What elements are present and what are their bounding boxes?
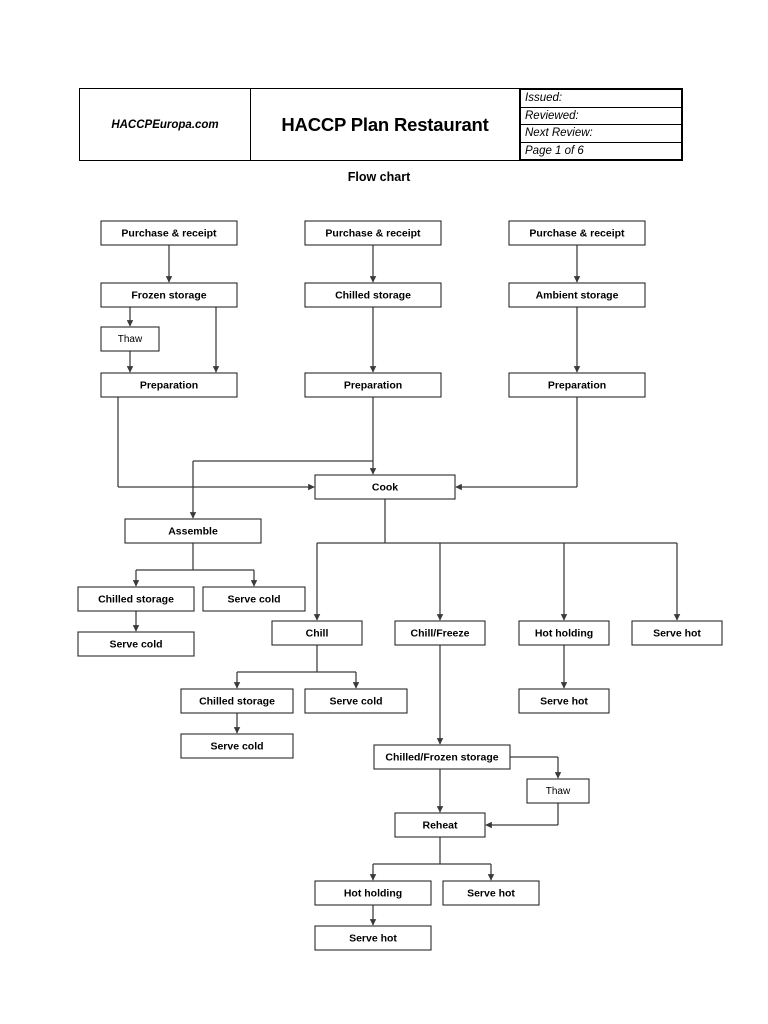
flow-node-serve-hot: Serve hot	[518, 688, 610, 714]
flow-node-assemble: Assemble	[124, 518, 262, 544]
flow-node-box	[271, 620, 363, 646]
flow-node-label: Preparation	[140, 379, 198, 391]
flow-node-cook: Cook	[314, 474, 456, 500]
flow-chart-edge-layer	[117, 245, 681, 926]
flow-node-box	[508, 220, 646, 246]
flow-node-label: Cook	[372, 481, 398, 493]
flow-node-label: Chilled storage	[199, 695, 275, 707]
flow-node-label: Purchase & receipt	[121, 227, 217, 239]
flow-node-serve-hot: Serve hot	[631, 620, 723, 646]
flow-node-box	[314, 880, 432, 906]
flow-node-label: Serve hot	[349, 932, 397, 944]
flow-node-box	[442, 880, 540, 906]
flow-node-chilled-storage: Chilled storage	[180, 688, 294, 714]
flow-node-box	[518, 688, 610, 714]
flow-node-hot-holding: Hot holding	[518, 620, 610, 646]
header-meta-cell: Issued: Reviewed: Next Review: Page 1 of…	[519, 88, 683, 161]
flow-node-box	[394, 812, 486, 838]
flow-node-label: Assemble	[168, 525, 218, 537]
flow-node-label: Preparation	[548, 379, 606, 391]
flow-node-label: Serve cold	[227, 593, 280, 605]
flow-node-box	[180, 733, 294, 759]
header-meta-page: Page 1 of 6	[520, 141, 682, 160]
flow-node-box	[100, 372, 238, 398]
flow-node-label: Thaw	[118, 334, 143, 345]
flow-node-purchase-receipt: Purchase & receipt	[508, 220, 646, 246]
flow-node-box	[100, 220, 238, 246]
flow-node-label: Chilled/Frozen storage	[385, 751, 498, 763]
flow-node-thaw: Thaw	[526, 778, 590, 804]
flow-node-box	[526, 778, 590, 804]
flow-node-label: Hot holding	[344, 887, 402, 899]
flow-node-box	[100, 282, 238, 308]
flow-node-label: Serve hot	[467, 887, 515, 899]
flow-chart-title-text: Flow chart	[347, 170, 411, 184]
flow-chart-title: Flow chart	[0, 170, 768, 184]
flow-node-label: Serve hot	[653, 627, 701, 639]
flow-node-chilled-storage: Chilled storage	[77, 586, 195, 612]
flow-node-label: Hot holding	[535, 627, 593, 639]
flow-node-box	[304, 282, 442, 308]
flow-node-box	[304, 220, 442, 246]
flow-node-label: Serve cold	[329, 695, 382, 707]
flow-node-chill-freeze: Chill/Freeze	[394, 620, 486, 646]
header-meta-issued: Issued:	[520, 89, 682, 108]
flow-node-label: Serve hot	[540, 695, 588, 707]
flow-node-serve-hot: Serve hot	[442, 880, 540, 906]
flow-node-serve-hot: Serve hot	[314, 925, 432, 951]
flow-node-box	[518, 620, 610, 646]
flow-node-purchase-receipt: Purchase & receipt	[304, 220, 442, 246]
flow-node-box	[304, 372, 442, 398]
flow-node-label: Serve cold	[210, 740, 263, 752]
flow-node-label: Chilled storage	[98, 593, 174, 605]
flow-node-box	[124, 518, 262, 544]
flow-node-chill: Chill	[271, 620, 363, 646]
flow-node-chilled-frozen-storage: Chilled/Frozen storage	[373, 744, 511, 770]
flow-node-thaw: Thaw	[100, 326, 160, 352]
flow-node-label: Purchase & receipt	[529, 227, 625, 239]
flow-node-box	[77, 586, 195, 612]
flow-node-serve-cold: Serve cold	[77, 631, 195, 657]
flow-node-preparation: Preparation	[304, 372, 442, 398]
header-site-name: HACCPEuropa.com	[79, 88, 251, 161]
flow-node-preparation: Preparation	[508, 372, 646, 398]
flow-node-box	[508, 372, 646, 398]
flow-node-serve-cold: Serve cold	[304, 688, 408, 714]
flow-node-box	[394, 620, 486, 646]
flow-node-box	[508, 282, 646, 308]
flow-node-chilled-storage: Chilled storage	[304, 282, 442, 308]
flow-node-box	[202, 586, 306, 612]
flow-node-box	[180, 688, 294, 714]
document-header-table: HACCPEuropa.com HACCP Plan Restaurant Is…	[79, 88, 683, 161]
flow-node-label: Chilled storage	[335, 289, 411, 301]
flow-node-box	[314, 474, 456, 500]
flow-node-label: Frozen storage	[131, 289, 206, 301]
flow-node-preparation: Preparation	[100, 372, 238, 398]
header-document-title: HACCP Plan Restaurant	[250, 88, 520, 161]
flow-node-box	[100, 326, 160, 352]
flow-node-label: Thaw	[546, 786, 571, 797]
flow-node-purchase-receipt: Purchase & receipt	[100, 220, 238, 246]
flow-node-box	[304, 688, 408, 714]
flow-node-serve-cold: Serve cold	[180, 733, 294, 759]
flow-node-label: Ambient storage	[536, 289, 619, 301]
flow-node-reheat: Reheat	[394, 812, 486, 838]
flow-node-label: Serve cold	[109, 638, 162, 650]
flow-node-label: Purchase & receipt	[325, 227, 421, 239]
flow-node-box	[631, 620, 723, 646]
flow-node-hot-holding: Hot holding	[314, 880, 432, 906]
flow-node-label: Chill/Freeze	[411, 627, 470, 639]
flow-node-box	[314, 925, 432, 951]
flow-node-serve-cold: Serve cold	[202, 586, 306, 612]
header-meta-table: Issued: Reviewed: Next Review: Page 1 of…	[520, 89, 682, 160]
flow-node-ambient-storage: Ambient storage	[508, 282, 646, 308]
flow-node-frozen-storage: Frozen storage	[100, 282, 238, 308]
flow-node-box	[373, 744, 511, 770]
flow-node-box	[77, 631, 195, 657]
flow-node-label: Reheat	[422, 819, 458, 831]
flow-node-label: Preparation	[344, 379, 402, 391]
flow-node-label: Chill	[306, 627, 329, 639]
